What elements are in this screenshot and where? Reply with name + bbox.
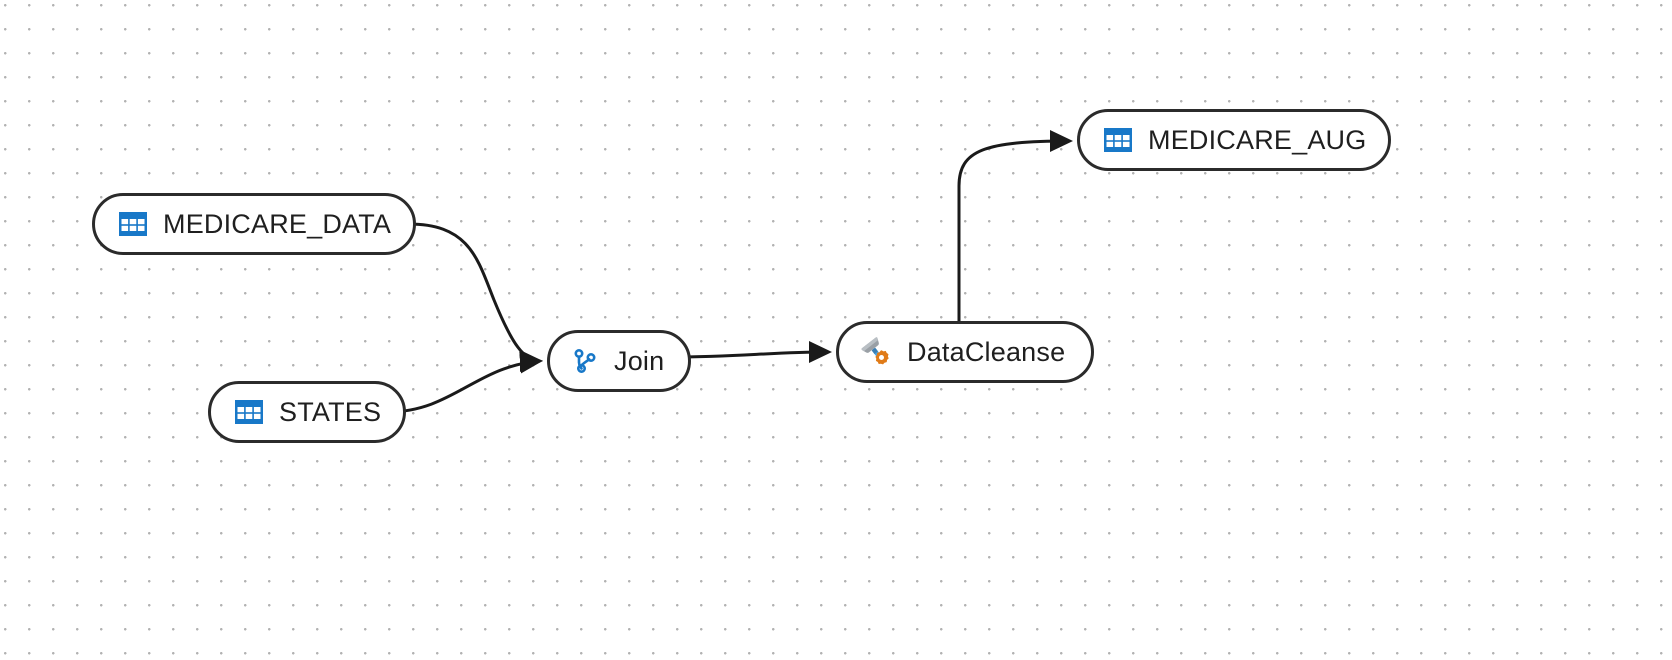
table-icon: [1104, 128, 1132, 152]
node-label: MEDICARE_DATA: [163, 208, 392, 239]
node-states[interactable]: STATES: [208, 381, 407, 443]
node-label: STATES: [279, 396, 382, 427]
node-datacleanse[interactable]: DataCleanse: [836, 321, 1095, 383]
node-label: Join: [614, 345, 665, 376]
edge-datacleanse-medicare-aug: [957, 130, 1073, 321]
edge-medicare-data-join: [408, 222, 543, 372]
edge-join-datacleanse: [671, 341, 832, 364]
edge-states-join: [387, 351, 543, 414]
node-label: MEDICARE_AUG: [1148, 124, 1367, 155]
node-medicare-aug[interactable]: MEDICARE_AUG: [1077, 109, 1392, 171]
data-cleanse-icon: [861, 337, 889, 365]
node-medicare-data[interactable]: MEDICARE_DATA: [92, 193, 417, 255]
table-icon: [119, 212, 147, 236]
join-icon: [574, 349, 596, 373]
node-label: DataCleanse: [907, 336, 1066, 367]
node-join[interactable]: Join: [547, 330, 692, 392]
table-icon: [235, 400, 263, 424]
